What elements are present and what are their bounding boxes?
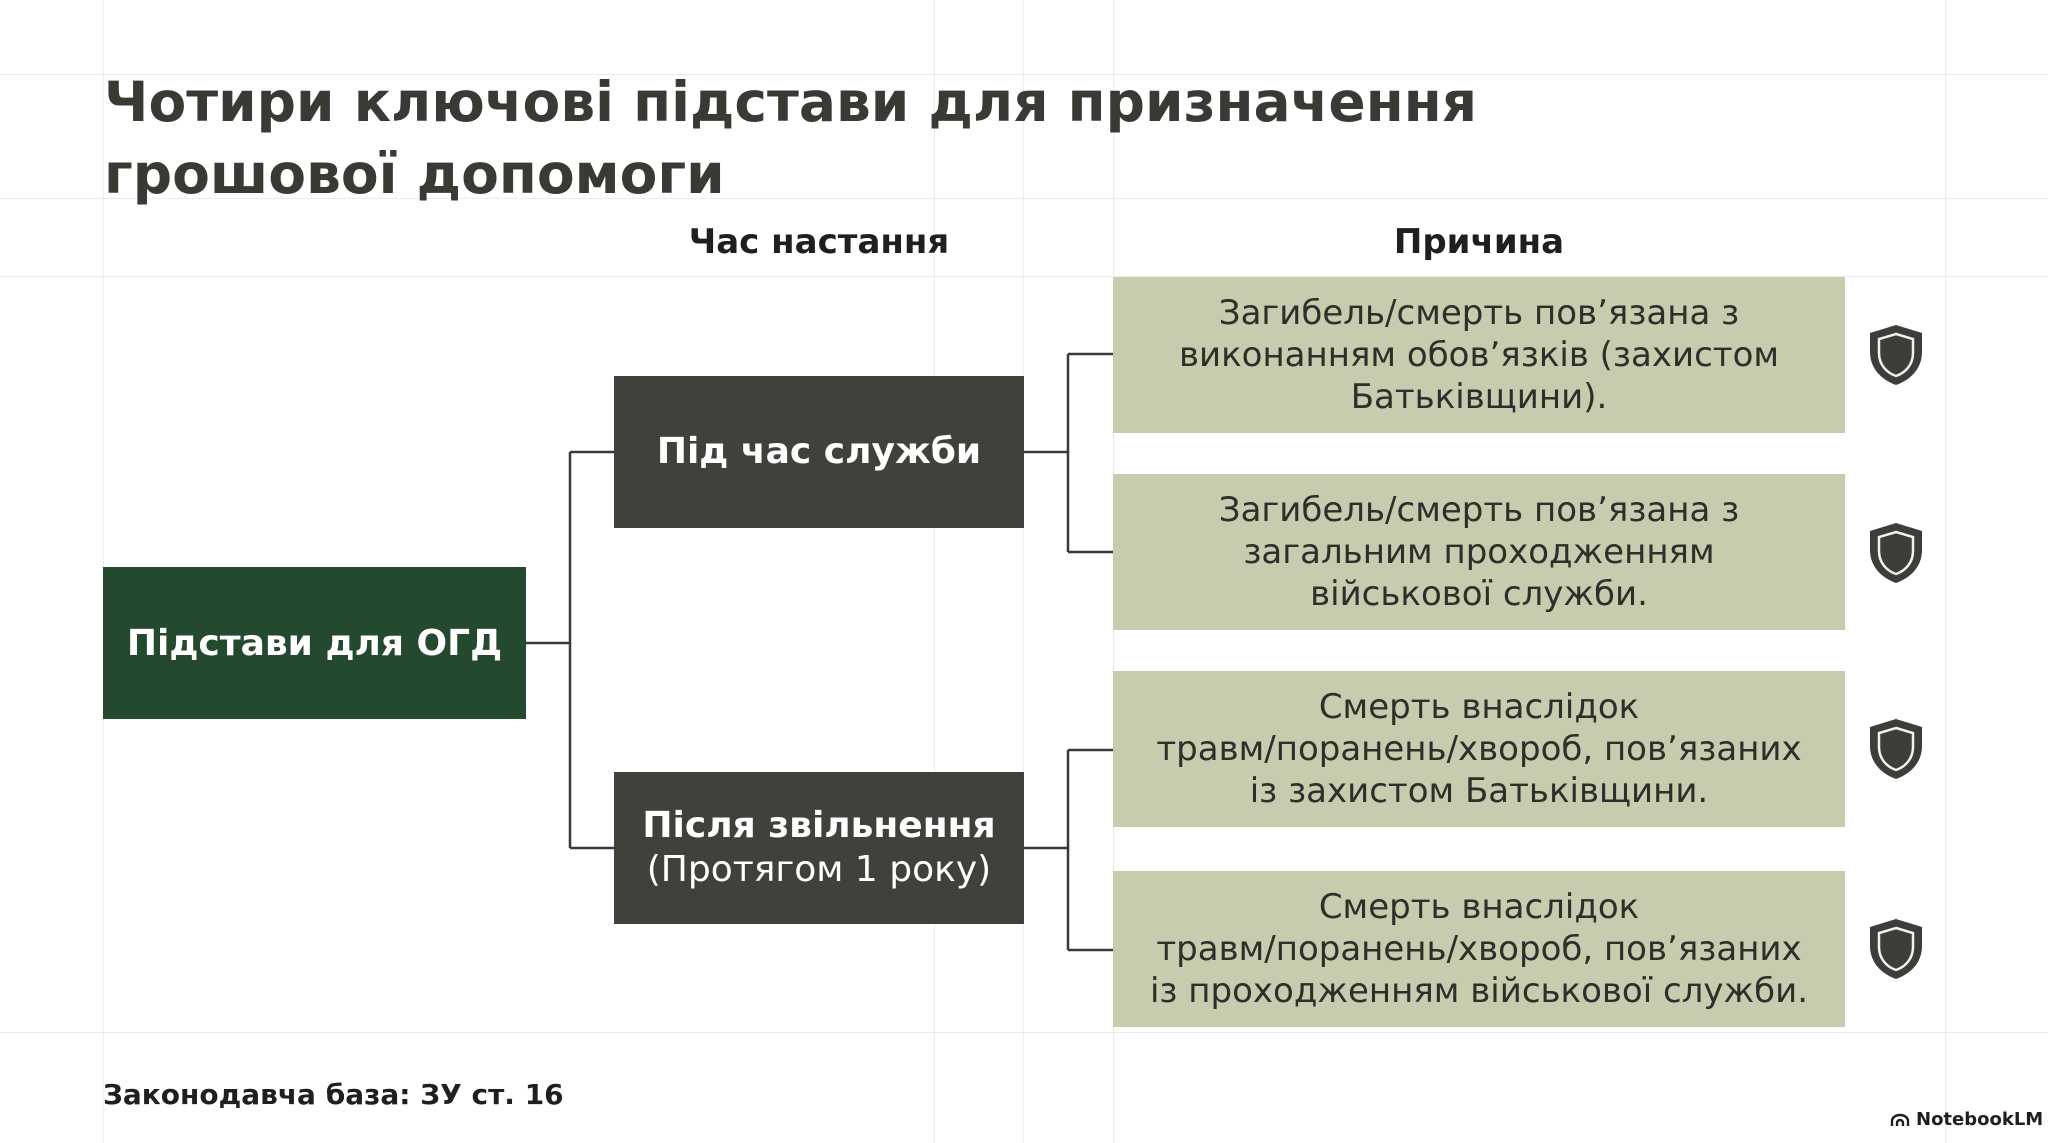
- reason-line: військової служби.: [1310, 574, 1648, 614]
- reason-line: виконанням обов’язків (захистом: [1178, 335, 1780, 375]
- reason-box: Смерть внаслідок травм/поранень/хвороб, …: [1113, 871, 1845, 1027]
- title-line-1: Чотири ключові підстави для призначення: [104, 70, 1478, 134]
- legal-basis: Законодавча база: ЗУ ст. 16: [103, 1078, 564, 1111]
- connector-after: [1024, 748, 1113, 952]
- root-label: Підстави для ОГД: [126, 622, 503, 664]
- time-sublabel: (Протягом 1 року): [646, 849, 992, 890]
- brand-watermark: NotebookLM: [1890, 1109, 2043, 1130]
- reason-line: із проходженням військової служби.: [1149, 971, 1809, 1011]
- reason-line: із захистом Батьківщини.: [1249, 771, 1709, 811]
- shield-icon: [1870, 325, 1922, 385]
- shield-icon: [1870, 523, 1922, 583]
- brand-name: NotebookLM: [1916, 1109, 2044, 1130]
- title-line-2: грошової допомоги: [104, 142, 725, 206]
- reason-box: Загибель/смерть пов’язана з загальним пр…: [1113, 474, 1845, 630]
- header-reason: Причина: [1393, 222, 1565, 262]
- grid-line: [0, 1032, 2048, 1033]
- shield-icon: [1870, 919, 1922, 979]
- reason-line: травм/поранень/хвороб, пов’язаних: [1156, 929, 1802, 969]
- page-title: Чотири ключові підстави для призначення …: [104, 66, 1604, 210]
- reason-box: Загибель/смерть пов’язана з виконанням о…: [1113, 277, 1845, 433]
- time-label: Під час служби: [656, 431, 982, 472]
- reason-line: Загибель/смерть пов’язана з: [1218, 490, 1740, 530]
- reason-line: Смерть внаслідок: [1318, 687, 1640, 727]
- grid-line: [0, 198, 2048, 199]
- notebooklm-logo-icon: [1890, 1113, 1910, 1126]
- grid-line: [0, 276, 2048, 277]
- grid-line: [934, 0, 935, 1143]
- connector-service: [1024, 352, 1113, 554]
- grid-line: [0, 74, 2048, 75]
- shield-icon: [1870, 719, 1922, 779]
- grid-line: [1945, 0, 1946, 1143]
- time-node-after-discharge: Після звільнення (Протягом 1 року): [614, 772, 1024, 924]
- time-node-service: Під час служби: [614, 376, 1024, 528]
- reason-box: Смерть внаслідок травм/поранень/хвороб, …: [1113, 671, 1845, 827]
- root-node: Підстави для ОГД: [103, 567, 526, 719]
- grid-line: [1023, 0, 1024, 1143]
- reason-line: травм/поранень/хвороб, пов’язаних: [1156, 729, 1802, 769]
- reason-line: загальним проходженням: [1243, 532, 1715, 572]
- connector-root: [526, 450, 614, 850]
- reason-line: Батьківщини).: [1350, 377, 1608, 417]
- reason-line: Загибель/смерть пов’язана з: [1218, 293, 1740, 333]
- time-label: Після звільнення: [642, 805, 996, 846]
- reason-line: Смерть внаслідок: [1318, 887, 1640, 927]
- header-time: Час настання: [688, 222, 950, 262]
